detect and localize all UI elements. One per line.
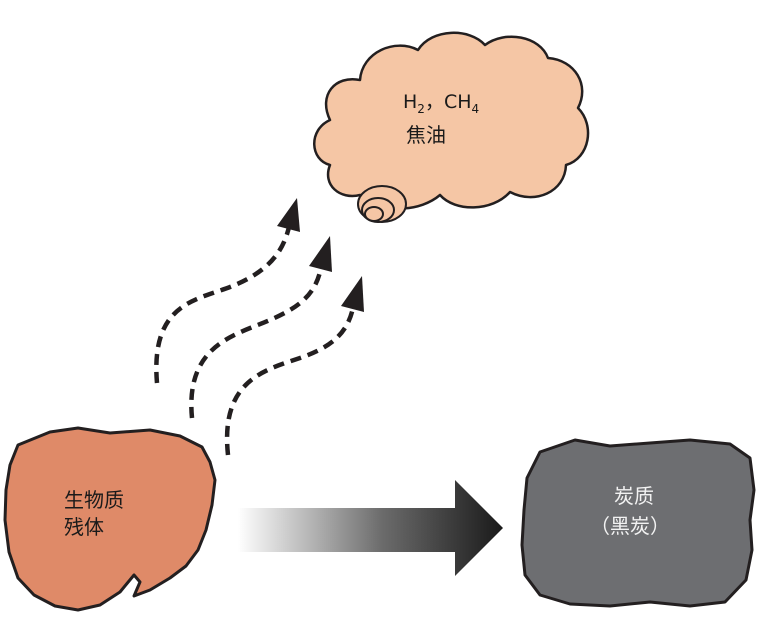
char-shape	[520, 438, 756, 608]
gas-label: H2，CH4	[403, 91, 479, 116]
carbonization-arrow	[238, 480, 503, 576]
cloud-shape	[313, 31, 590, 210]
char-label-line2: （黑炭）	[590, 514, 670, 538]
volatile-arrow-2	[189, 261, 325, 419]
methane-symbol: CH	[444, 91, 472, 113]
arrowhead-2	[309, 236, 332, 272]
biomass-shape	[3, 426, 217, 612]
gas-separator: ，	[425, 91, 444, 113]
tar-label: 焦油	[406, 123, 446, 147]
char-block: 炭质 （黑炭）	[520, 438, 756, 608]
cloud-swirl	[357, 185, 407, 223]
biomass-residue: 生物质 残体	[3, 426, 217, 612]
methane-subscript: 4	[472, 102, 480, 116]
volatile-arrow-1	[154, 221, 293, 384]
volatile-arrow-3	[224, 301, 357, 456]
biomass-label-line1: 生物质	[64, 488, 124, 512]
char-label-line1: 炭质	[614, 484, 654, 508]
volatile-arrows	[154, 221, 357, 456]
arrowhead-3	[341, 276, 364, 312]
gas-tar-cloud: H2，CH4 焦油	[313, 31, 590, 223]
hydrogen-subscript: 2	[417, 102, 425, 116]
gradient-arrow-shape	[238, 480, 503, 576]
biomass-label-line2: 残体	[64, 515, 104, 539]
arrowhead-1	[277, 198, 300, 232]
hydrogen-symbol: H	[403, 91, 417, 113]
volatile-arrowheads	[277, 198, 364, 312]
